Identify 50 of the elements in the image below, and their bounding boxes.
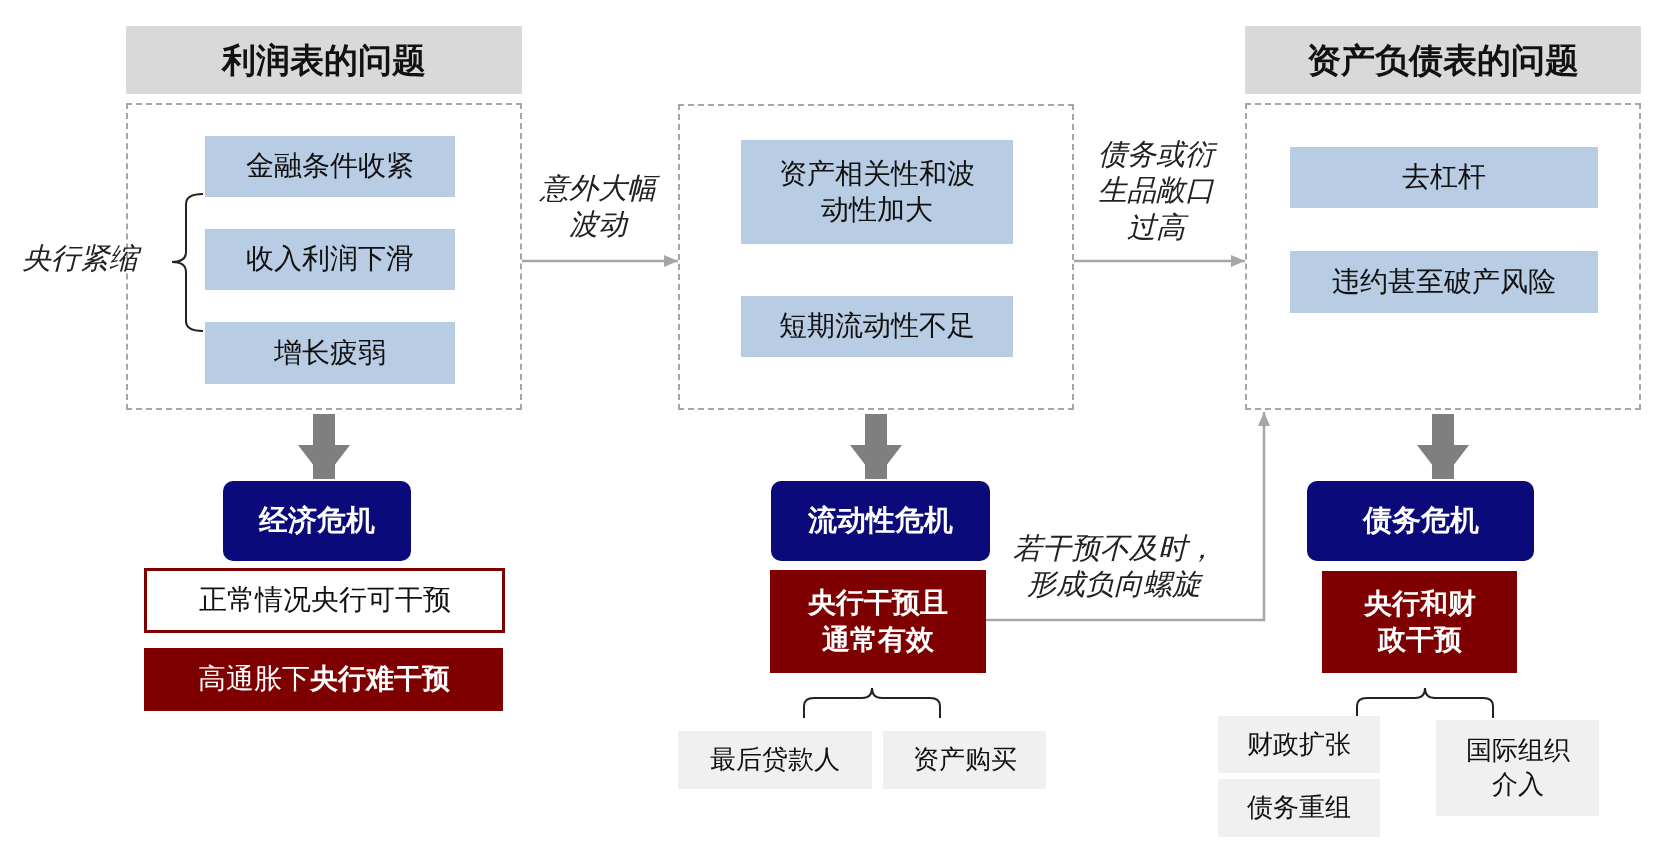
- section-header: [1245, 26, 1641, 94]
- box-text: 增长疲弱: [273, 334, 387, 371]
- box-text: 资产负债表的问题: [1306, 38, 1580, 82]
- dashed-group-frame: [678, 104, 1074, 410]
- box-text: 收入利润下滑: [245, 241, 415, 278]
- box-text: 利润表的问题: [220, 38, 427, 82]
- arrow: [986, 412, 1270, 622]
- arrow: [850, 414, 902, 479]
- edge-label: 债务或衍生品敞口过高: [1092, 136, 1220, 245]
- box-text: 央行干预且通常有效: [807, 585, 949, 658]
- box-text: 资产购买: [911, 743, 1018, 777]
- edge-label: 意外大幅波动: [528, 170, 668, 243]
- factor-box: [741, 140, 1013, 244]
- section-header: [126, 26, 522, 94]
- factor-box: [205, 322, 455, 384]
- box-text: 违约甚至破产风险: [1331, 263, 1557, 300]
- box-text: 债务危机: [1361, 502, 1480, 540]
- note-box: [144, 568, 505, 633]
- factor-box: [1290, 251, 1598, 313]
- box-text: 经济危机: [257, 502, 376, 540]
- arrow: [1417, 414, 1469, 479]
- box-text: 去杠杆: [1401, 159, 1487, 196]
- arrow: [522, 255, 678, 267]
- factor-box: [741, 296, 1013, 357]
- box-text: 金融条件收紧: [245, 148, 415, 185]
- factor-box: [205, 229, 455, 290]
- measure-box: [1218, 716, 1380, 773]
- box-text: 正常情况央行可干预: [197, 582, 452, 619]
- factor-box: [205, 136, 455, 197]
- box-text: 央行和财政干预: [1362, 585, 1477, 658]
- box-text: 资产相关性和波动性加大: [778, 155, 976, 228]
- annotation-text: 央行紧缩: [10, 240, 150, 277]
- box-text: 国际组织介入: [1464, 734, 1571, 801]
- crisis-box: [1307, 481, 1534, 561]
- policy-box: [770, 570, 986, 673]
- box-text: 财政扩张: [1246, 727, 1352, 761]
- dashed-group-frame: [1245, 103, 1641, 410]
- edge-label: 若干预不及时，形成负向螺旋: [1011, 530, 1217, 603]
- arrow: [1074, 255, 1245, 267]
- factor-box: [1290, 147, 1598, 208]
- policy-box: [144, 648, 503, 711]
- box-text: 流动性危机: [807, 502, 954, 540]
- box-text: 债务重组: [1246, 791, 1352, 825]
- arrow: [298, 414, 350, 479]
- policy-box: [1322, 571, 1517, 673]
- crisis-box: [223, 481, 411, 561]
- box-text: 最后贷款人: [709, 743, 841, 777]
- crisis-box: [771, 481, 990, 561]
- box-text: 短期流动性不足: [778, 308, 976, 345]
- box-text: 高通胀下央行难干预: [196, 661, 451, 698]
